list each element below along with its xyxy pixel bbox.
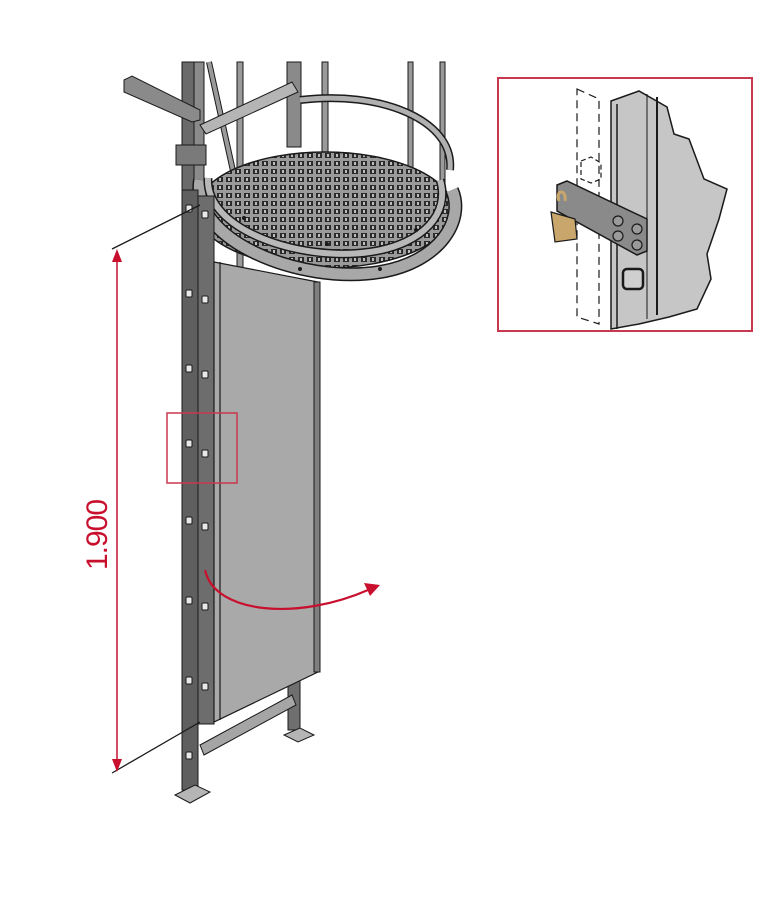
arrow-down-icon (112, 759, 122, 772)
height-dimension (111, 204, 201, 774)
door-swing-arrow (203, 569, 380, 610)
ladder-stiles (173, 189, 316, 804)
padlock-hasp-drawing (550, 88, 728, 330)
arrow-up-icon (112, 249, 122, 262)
height-dimension-label: 1.900 (81, 499, 114, 571)
padlock-icon (550, 211, 578, 243)
padlock-detail-inset (497, 77, 753, 332)
hasp-plate (556, 180, 648, 256)
rest-platform (192, 94, 463, 282)
stile-slots (185, 204, 209, 760)
hasp-highlight-box (166, 412, 238, 484)
swing-arrowhead-icon (364, 583, 380, 596)
anti-climb-door (213, 261, 321, 723)
